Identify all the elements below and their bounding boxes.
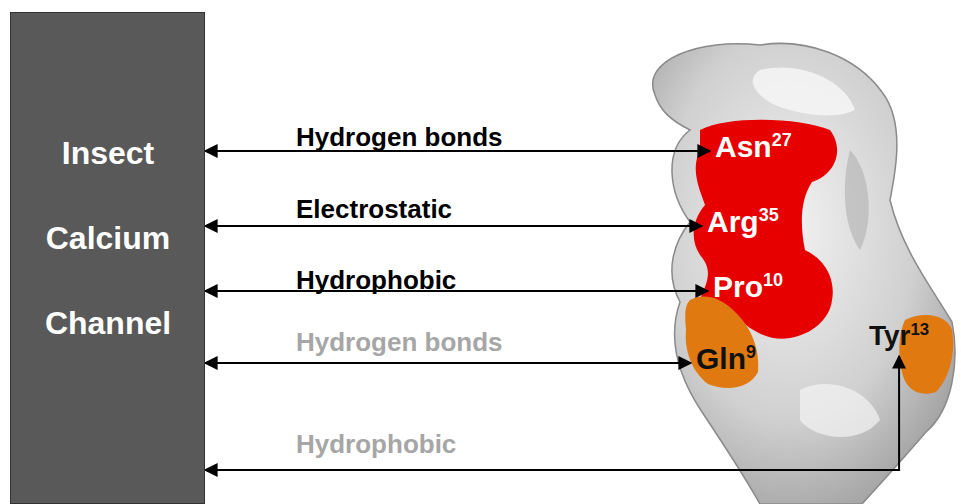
residue-name: Tyr — [869, 320, 911, 351]
surface-shadow — [845, 150, 869, 250]
interaction-label: Hydrogen bonds — [296, 329, 503, 355]
residue-label: Asn27 — [712, 128, 795, 166]
interaction-arrow — [205, 225, 702, 227]
channel-box: Insect Calcium Channel — [10, 12, 205, 504]
interaction-label: Hydrophobic — [296, 267, 456, 293]
residue-label: Arg35 — [704, 203, 782, 241]
residue-name: Pro — [713, 270, 763, 303]
protein-outline — [653, 43, 955, 504]
box-title: Insect Calcium Channel — [28, 111, 188, 366]
interaction-label: Electrostatic — [296, 196, 452, 222]
residue-number: 9 — [746, 342, 756, 362]
residue-label: Gln9 — [693, 340, 759, 378]
residue-label: Tyr13 — [866, 318, 932, 354]
interaction-arrow — [205, 290, 708, 292]
interaction-arrow — [205, 362, 691, 364]
residue-number: 10 — [763, 270, 783, 290]
surface-highlight — [800, 384, 880, 437]
interaction-arrow — [205, 356, 899, 470]
residue-name: Arg — [707, 205, 759, 238]
residue-number: 27 — [772, 130, 792, 150]
surface-highlight — [753, 67, 855, 115]
residue-number: 35 — [759, 205, 779, 225]
residue-label: Pro10 — [710, 268, 786, 306]
interaction-label: Hydrophobic — [296, 431, 456, 457]
interaction-arrow — [205, 150, 710, 152]
orange-patch — [685, 296, 758, 388]
residue-number: 13 — [911, 320, 930, 339]
residue-name: Gln — [696, 342, 746, 375]
interaction-label: Hydrogen bonds — [296, 124, 503, 150]
residue-name: Asn — [715, 130, 772, 163]
